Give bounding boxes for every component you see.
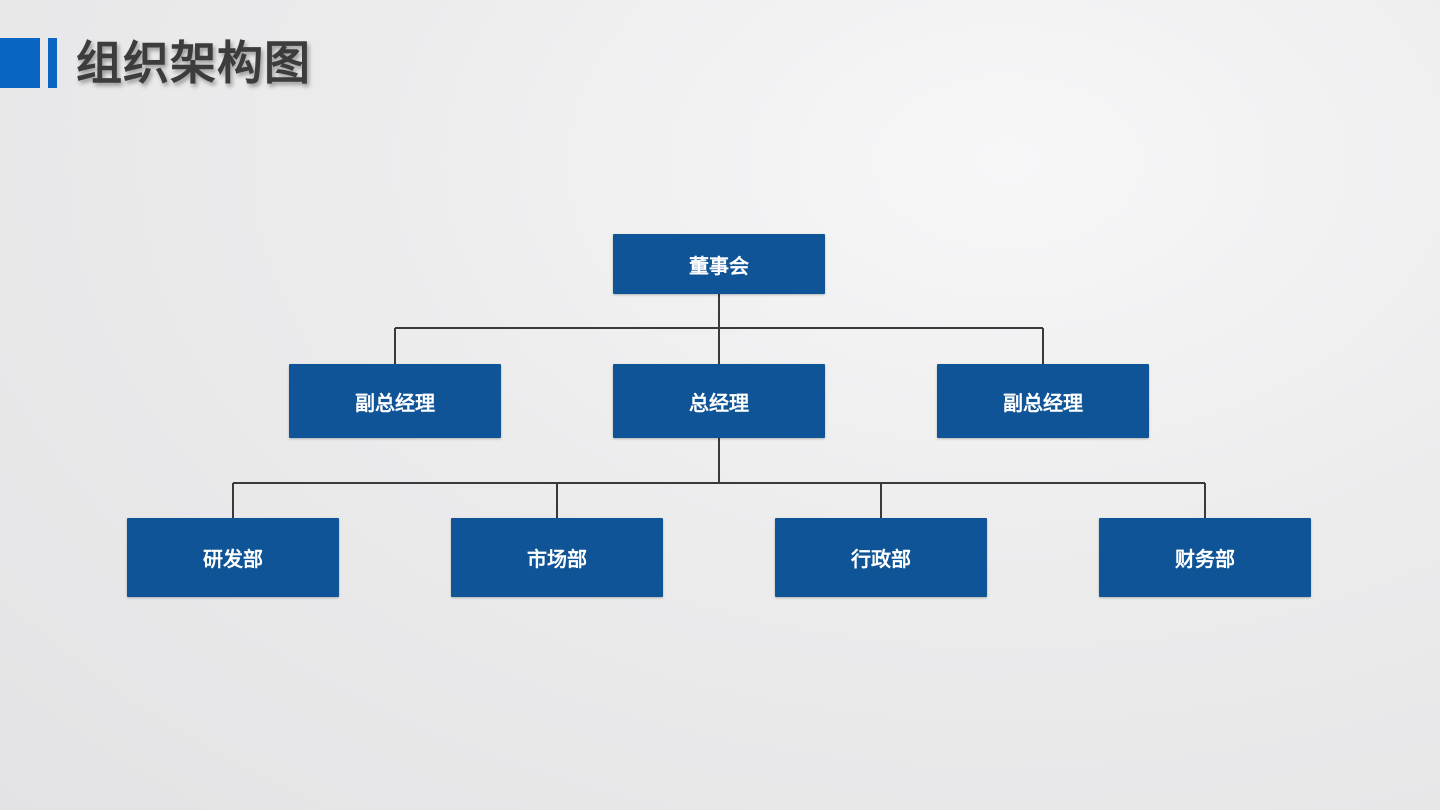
node-dept-marketing[interactable]: 市场部: [451, 518, 663, 597]
page-title: 组织架构图: [76, 36, 311, 90]
node-dept-admin[interactable]: 行政部: [775, 518, 987, 597]
title-accent-block: [0, 38, 40, 88]
node-deputy-gm-left[interactable]: 副总经理: [289, 364, 501, 438]
node-dept-rnd[interactable]: 研发部: [127, 518, 339, 597]
node-deputy-gm-right[interactable]: 副总经理: [937, 364, 1149, 438]
node-dept-finance[interactable]: 财务部: [1099, 518, 1311, 597]
node-board[interactable]: 董事会: [613, 234, 825, 294]
title-accent-bar: [48, 38, 57, 88]
node-general-manager[interactable]: 总经理: [613, 364, 825, 438]
